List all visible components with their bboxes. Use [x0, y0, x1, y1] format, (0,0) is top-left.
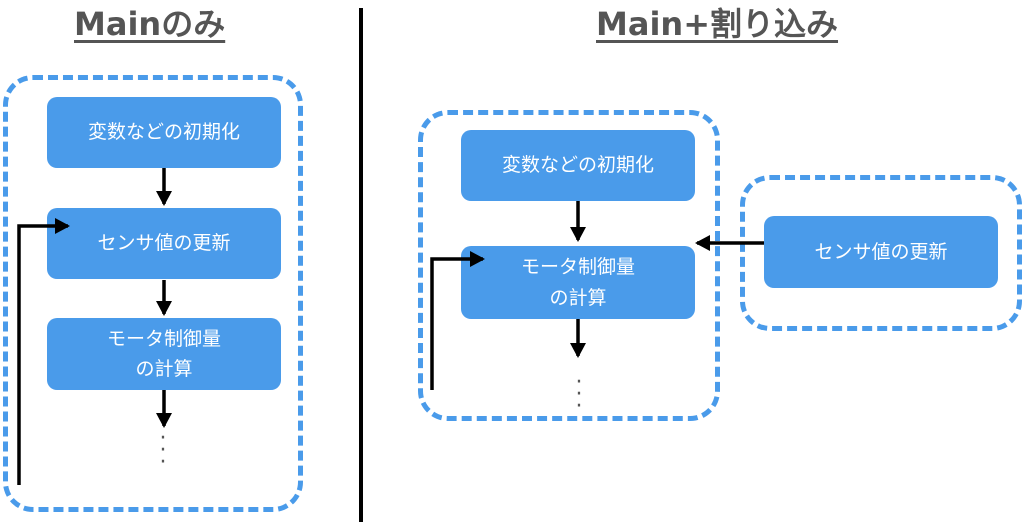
loop-back-arrow — [17, 218, 70, 485]
sensor-update-box: センサ値の更新 — [47, 208, 281, 279]
main-group — [418, 110, 720, 421]
interrupt-group — [740, 175, 1022, 331]
motor-control-box: モータ制御量 の計算 — [461, 246, 695, 319]
continuation-ellipsis: · · · — [575, 370, 583, 420]
left-heading: Mainのみ — [74, 5, 226, 43]
continuation-ellipsis: · · · — [159, 426, 167, 476]
init-box: 変数などの初期化 — [47, 97, 281, 168]
init-box: 変数などの初期化 — [461, 130, 695, 201]
interrupt-sensor-update-box: センサ値の更新 — [764, 216, 998, 288]
loop-back-arrow — [430, 251, 485, 390]
main-loop-group — [3, 75, 303, 512]
motor-control-box: モータ制御量 の計算 — [47, 318, 281, 390]
right-heading: Main+割り込み — [596, 5, 839, 43]
center-divider — [359, 8, 363, 522]
